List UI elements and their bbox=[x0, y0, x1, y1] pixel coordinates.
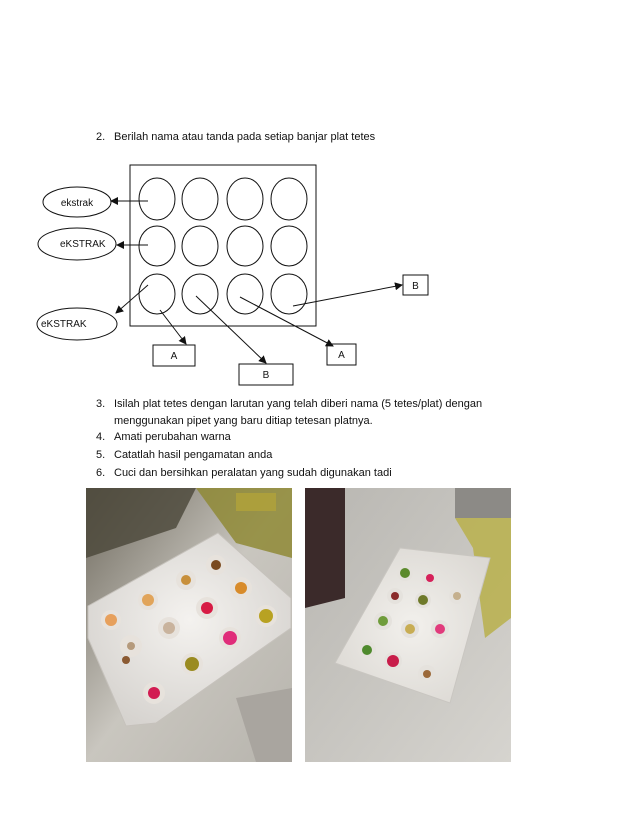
well bbox=[270, 273, 308, 315]
well bbox=[226, 225, 264, 267]
well bbox=[181, 273, 219, 315]
step-text: Catatlah hasil pengamatan anda bbox=[114, 449, 273, 461]
arrow bbox=[195, 295, 267, 364]
arrow bbox=[292, 282, 403, 307]
label-box-b-bottom: B bbox=[238, 363, 294, 386]
step-text: Cuci dan bersihkan peralatan yang sudah … bbox=[114, 467, 392, 479]
photo-drip-plate-1 bbox=[86, 488, 292, 762]
well bbox=[138, 225, 176, 267]
svg-text:eKSTRAK: eKSTRAK bbox=[41, 319, 87, 330]
plate-wells bbox=[138, 177, 308, 315]
well bbox=[270, 225, 308, 267]
svg-text:A: A bbox=[338, 350, 345, 361]
well bbox=[226, 177, 264, 221]
diagram-arrows bbox=[110, 197, 403, 364]
svg-text:A: A bbox=[171, 351, 178, 362]
label-box-a-left: A bbox=[152, 344, 196, 367]
svg-text:eKSTRAK: eKSTRAK bbox=[60, 239, 106, 250]
drip-plate-diagram: ekstrak eKSTRAK eKSTRAK B A B A bbox=[36, 164, 429, 386]
drip-plate bbox=[129, 164, 317, 327]
well bbox=[138, 273, 176, 315]
step-number: 6. bbox=[96, 467, 106, 479]
arrow bbox=[115, 284, 149, 314]
well bbox=[138, 177, 176, 221]
svg-text:ekstrak: ekstrak bbox=[61, 198, 94, 209]
arrow bbox=[239, 296, 334, 347]
well bbox=[181, 177, 219, 221]
svg-text:B: B bbox=[263, 370, 270, 381]
step-number: 2. bbox=[96, 131, 106, 143]
well bbox=[270, 177, 308, 221]
label-box-b-right: B bbox=[402, 274, 429, 296]
well bbox=[181, 225, 219, 267]
well bbox=[226, 273, 264, 315]
step-text: Isilah plat tetes dengan larutan yang te… bbox=[114, 398, 483, 427]
step-text: Berilah nama atau tanda pada setiap banj… bbox=[114, 131, 376, 143]
photo-drip-plate-2 bbox=[305, 488, 511, 762]
step-number: 4. bbox=[96, 431, 106, 443]
label-box-a-right: A bbox=[326, 343, 357, 366]
label-ekstrak-1: ekstrak bbox=[42, 186, 112, 218]
arrow bbox=[159, 309, 187, 345]
step-number: 5. bbox=[96, 449, 106, 461]
label-ekstrak-3: eKSTRAK bbox=[36, 307, 118, 341]
label-ekstrak-2: eKSTRAK bbox=[37, 227, 117, 261]
svg-text:B: B bbox=[412, 281, 419, 292]
step-text: Amati perubahan warna bbox=[114, 431, 231, 443]
step-number: 3. bbox=[96, 398, 106, 410]
